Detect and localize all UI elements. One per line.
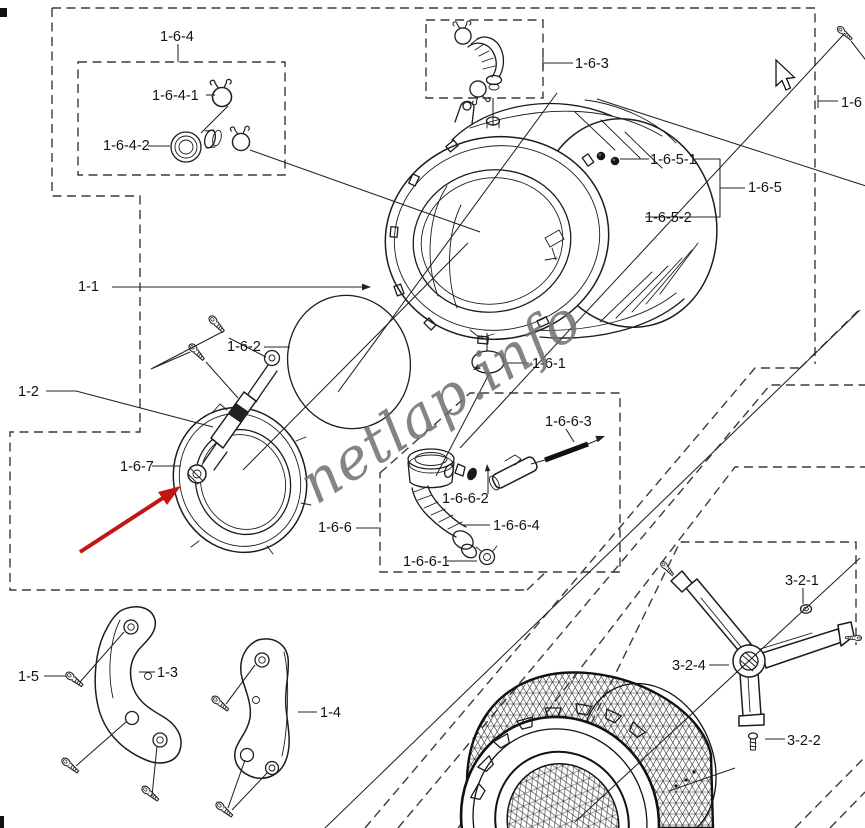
spider-drawing [658,559,863,751]
part-label-1-6-6-3: 1-6-6-3 [545,414,592,430]
part-label-1-1: 1-1 [78,279,99,295]
part-label-1-6-5-2: 1-6-5-2 [645,210,692,226]
drain-assembly-drawing [407,432,607,566]
bracket-screw [209,693,231,714]
part-label-1-6-4: 1-6-4 [160,29,194,45]
bracket-screw [139,783,161,804]
part-label-1-6: 1-6 [841,95,862,111]
part-label-1-6-5: 1-6-5 [748,180,782,196]
door-gasket-drawing [172,403,312,555]
drain-cap-drawing [475,545,498,566]
hose-clamp [209,78,233,108]
tub-bolt [610,156,620,166]
part-label-3-2-1: 3-2-1 [785,573,819,589]
hose-clamp [452,20,472,45]
part-label-1-6-6-2: 1-6-6-2 [442,491,489,507]
part-label-1-6-7: 1-6-7 [120,459,154,475]
part-label-1-6-1: 1-6-1 [532,356,566,372]
wire-clamp [467,78,492,106]
bracket-1-3-drawing [59,606,182,804]
bracket-1-4-drawing [209,638,290,820]
damper-screw [206,313,227,335]
spider-screw [658,559,676,578]
part-label-1-2: 1-2 [18,384,39,400]
leader-lines [44,32,865,828]
part-label-1-5: 1-5 [18,669,39,685]
bracket-screw [213,799,235,820]
mouse-pointer-icon [775,58,796,91]
vent-hose-assembly-drawing [170,78,251,163]
part-label-3-2-4: 3-2-4 [672,658,706,674]
part-label-1-3: 1-3 [157,665,178,681]
part-labels: 1-6-4 1-6-4-1 1-6-4-2 1-6-3 1-6 1-6-5-1 … [18,29,862,749]
drum-drawing [459,671,717,828]
seal-ring-drawing [286,294,412,430]
part-label-1-4: 1-4 [320,705,341,721]
hose-clamp [229,125,251,152]
boundary-1-6-top-right [52,7,816,364]
small-ring-drawing [471,350,505,374]
part-label-1-6-6: 1-6-6 [318,520,352,536]
spider-bolt-3-2-2 [747,732,759,751]
boundary-1-6-left [9,8,527,591]
box-1-6-3 [425,19,544,99]
red-pointer-arrow [78,486,181,554]
part-label-3-2-2: 3-2-2 [787,733,821,749]
tub-assembly-drawing [384,99,718,345]
part-label-1-6-3: 1-6-3 [575,56,609,72]
part-label-1-6-4-1: 1-6-4-1 [152,88,199,104]
tub-rim-tabs [389,139,595,345]
part-label-1-6-6-1: 1-6-6-1 [403,554,450,570]
bracket-screw-1-5 [63,669,85,689]
box-1-6-4 [77,61,286,176]
drum-rim-tabs [470,703,646,800]
damper-drawing [150,313,281,485]
part-label-1-6-5-1: 1-6-5-1 [650,152,697,168]
boundary-jog [526,570,548,591]
part-label-1-6-2: 1-6-2 [227,339,261,355]
part-label-1-6-6-4: 1-6-6-4 [493,518,540,534]
shaft-cap-drawing [799,604,813,614]
corner-marks [0,8,7,828]
tub-bolt [596,151,606,161]
part-label-1-6-4-2: 1-6-4-2 [103,138,150,154]
elbow-hose-drawing [452,20,505,106]
